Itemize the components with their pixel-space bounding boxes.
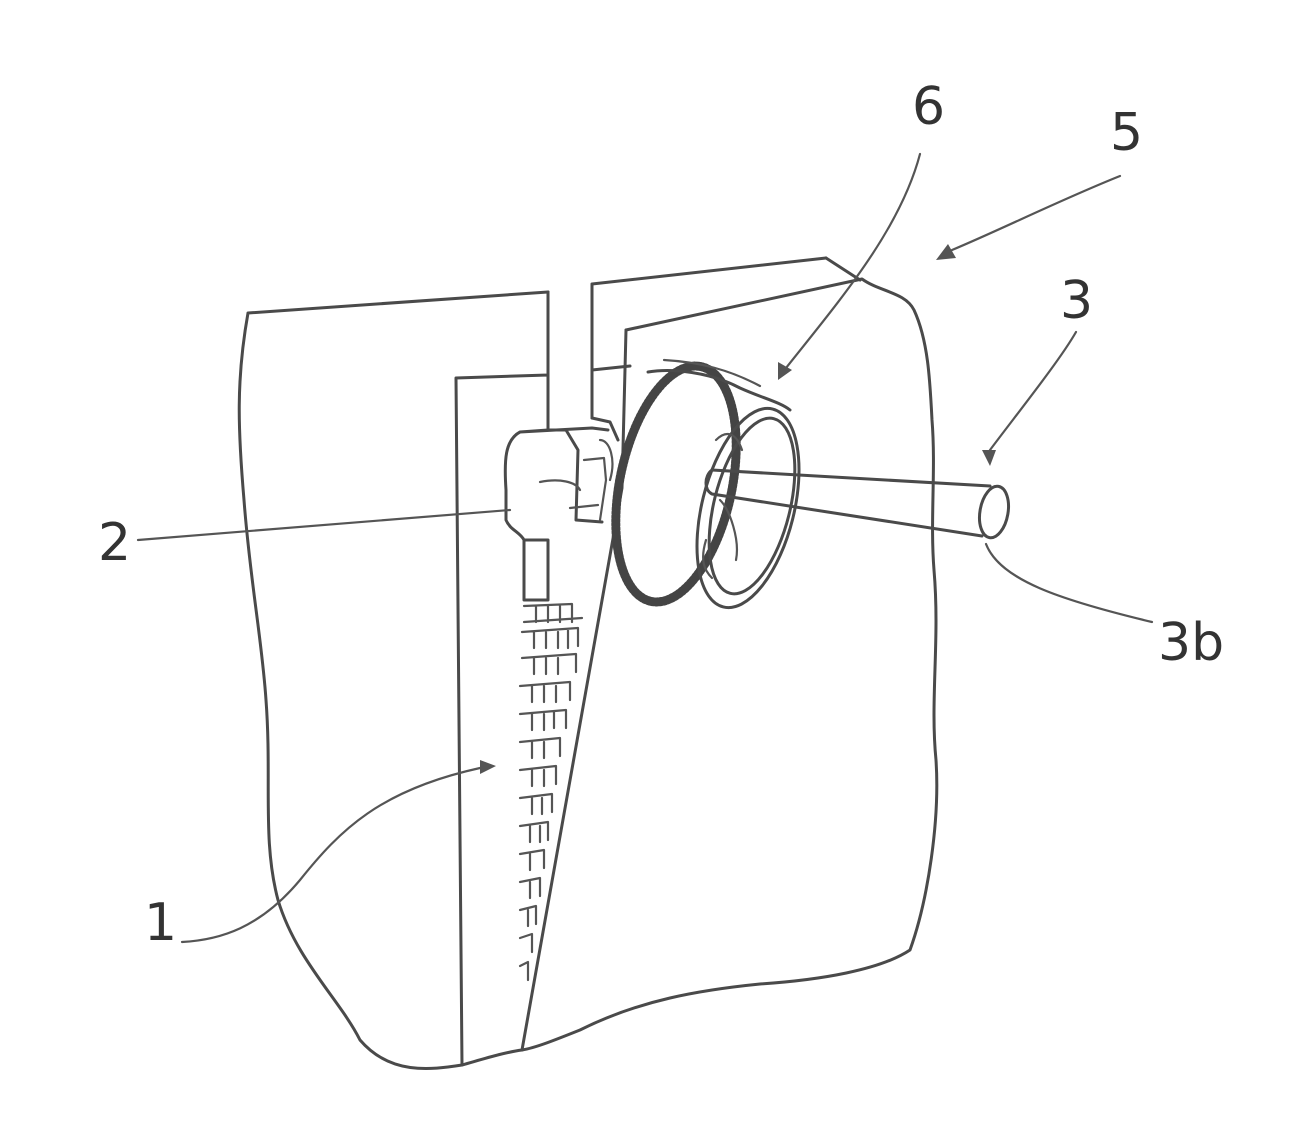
leader-5 [952, 176, 1120, 250]
zipper-channel [548, 258, 826, 418]
label-6: 6 [912, 77, 945, 137]
leader-5-arrow [936, 244, 956, 260]
left-fabric-panel [239, 292, 548, 1069]
rod [706, 470, 990, 536]
right-fabric-panel [522, 258, 937, 1050]
leader-3 [990, 332, 1076, 450]
zipper-teeth [520, 604, 582, 980]
leader-2 [138, 510, 510, 540]
panel-bottom-edge [462, 1050, 522, 1065]
label-3b: 3b [1158, 613, 1224, 673]
leader-1 [182, 768, 480, 942]
leader-3b [986, 544, 1152, 622]
label-3: 3 [1060, 271, 1093, 331]
label-5: 5 [1110, 103, 1143, 163]
label-1: 1 [144, 893, 177, 953]
left-panel-edge [456, 292, 548, 1065]
rod-end-3b [976, 484, 1013, 540]
label-2: 2 [98, 513, 131, 573]
leader-1-arrow [480, 760, 496, 774]
leader-3-arrow [982, 450, 996, 466]
right-panel-edge [522, 330, 626, 1050]
